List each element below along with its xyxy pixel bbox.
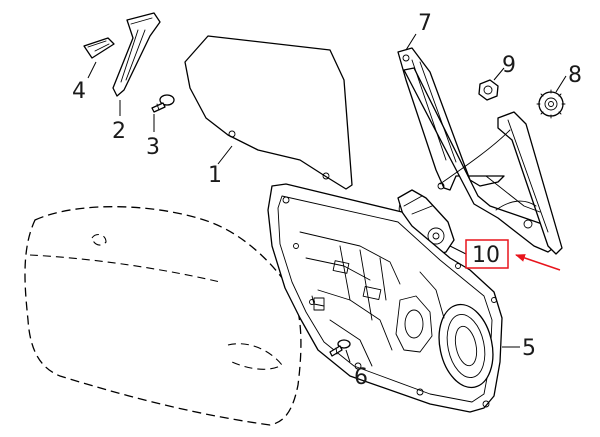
pillar-trim-part	[112, 12, 161, 97]
callout-1: 1	[208, 163, 222, 188]
window-regulator-part	[397, 47, 563, 255]
callout-10: 10	[472, 243, 500, 268]
bolt-part	[151, 94, 175, 113]
leader-lines	[87, 33, 567, 363]
window-glass-part	[184, 35, 353, 190]
gear-part	[536, 89, 566, 119]
triangle-trim-part	[83, 37, 115, 59]
callout-9: 9	[502, 53, 516, 78]
callout-8: 8	[568, 63, 582, 88]
door-module-panel-part	[267, 183, 503, 413]
callout-3: 3	[146, 135, 160, 160]
highlighted-callout-10: 10	[465, 239, 509, 269]
nut-part	[478, 79, 499, 101]
callout-10-highlight-box	[465, 239, 509, 269]
callout-7: 7	[418, 11, 432, 36]
callout-5: 5	[522, 336, 536, 361]
highlight-arrow	[515, 254, 561, 271]
callout-2: 2	[112, 119, 126, 144]
callout-4: 4	[72, 79, 86, 104]
door-outer-shell	[24, 206, 302, 426]
clip-part	[329, 339, 351, 357]
callout-6: 6	[354, 365, 368, 390]
